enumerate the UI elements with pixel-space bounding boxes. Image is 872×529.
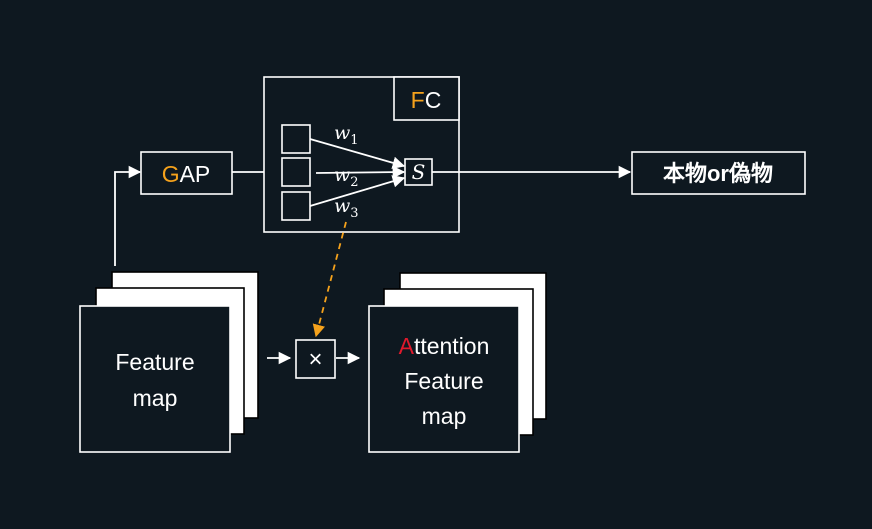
fc-neurons — [281, 124, 311, 221]
neuron-2 — [281, 157, 311, 187]
weight-line-3 — [309, 175, 406, 207]
attention-map-label-line3: map — [422, 403, 467, 429]
gap-box: GAP — [140, 151, 233, 195]
fc-label-highlight: F — [411, 87, 425, 113]
weight-label-2: w2 — [334, 164, 359, 190]
neuron-3 — [281, 191, 311, 221]
sum-symbol: S — [412, 160, 426, 184]
weight-line-2 — [315, 165, 406, 179]
weight-labels: w1 w2 w3 — [334, 122, 359, 221]
attention-map-label-line1: Attention — [399, 333, 490, 359]
multiply-symbol: × — [308, 346, 322, 373]
attention-map-layer-front — [368, 305, 520, 453]
output-label: 本物or偽物 — [663, 161, 773, 186]
gap-label-highlight: G — [162, 161, 180, 187]
gap-label: GAP — [162, 161, 211, 187]
attention-label-rest: ttention — [414, 333, 489, 359]
attention-weight-arrow — [312, 221, 347, 338]
fc-label-rest: C — [425, 87, 442, 113]
fc-label: FC — [411, 87, 442, 113]
feature-map-layer-front — [79, 305, 231, 453]
attention-map-label-line2: Feature — [404, 368, 483, 394]
feature-to-gap-arrow — [114, 165, 142, 266]
feature-map-stack: Feature map — [79, 271, 259, 453]
weight-label-1: w1 — [334, 122, 359, 148]
multiply-node: × — [295, 339, 336, 379]
fc-label-box — [393, 76, 460, 121]
output-box: 本物or偽物 — [631, 151, 806, 195]
sum-node: S — [404, 158, 433, 186]
feature-map-label-line2: map — [133, 385, 178, 411]
weight-label-3: w3 — [334, 195, 359, 221]
attention-map-stack: Attention Feature map — [368, 272, 547, 453]
gap-label-rest: AP — [180, 161, 211, 187]
weight-line-1 — [309, 138, 406, 169]
feature-map-label-line1: Feature — [115, 349, 194, 375]
weight-connections — [309, 138, 406, 207]
neuron-1 — [281, 124, 311, 154]
attention-label-highlight: A — [399, 333, 415, 359]
